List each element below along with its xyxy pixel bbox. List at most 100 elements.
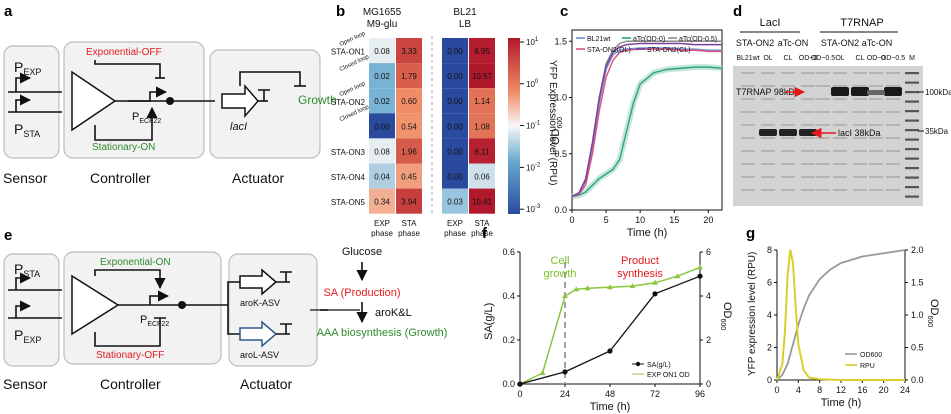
heat-value-bl: 0.00 bbox=[447, 147, 463, 156]
sa-point bbox=[607, 348, 613, 354]
terminator-dot-icon-e bbox=[178, 301, 186, 309]
controller-box bbox=[63, 41, 205, 159]
group2-title1: BL21 bbox=[453, 7, 477, 18]
y-tick-label: 0.0 bbox=[502, 379, 515, 389]
heat-col-label: phase bbox=[444, 229, 466, 238]
gel-lane-label: OL bbox=[835, 55, 844, 62]
split-wire bbox=[225, 281, 240, 335]
gel-lane-label: M bbox=[909, 55, 915, 62]
heat-value-bl: 0.00 bbox=[447, 97, 463, 106]
promoter-sta-icon-e bbox=[15, 272, 32, 290]
gel-smear-band bbox=[741, 137, 755, 139]
panel-d: d LacI T7RNAP STA-ON2 aTc-ON STA-ON2 aTc… bbox=[733, 3, 951, 206]
heat-value-mg: 0.08 bbox=[374, 147, 390, 156]
gel-smear-band bbox=[853, 85, 867, 87]
gel-smear-band bbox=[801, 124, 815, 126]
gel-smear-band bbox=[801, 189, 815, 191]
heat-cell-mg bbox=[369, 188, 395, 214]
laci-band-label: lacI 38kDa bbox=[838, 128, 881, 138]
sta-on2-b: STA-ON2 bbox=[821, 38, 859, 48]
marker-band bbox=[905, 91, 919, 94]
legend-od-label: EXP ON1 OD bbox=[647, 372, 690, 379]
cell-growth-1: Cell bbox=[551, 255, 570, 267]
gel-smear-band bbox=[761, 111, 775, 113]
x-tick-label: 96 bbox=[695, 389, 705, 399]
heat-value-bl: 0.06 bbox=[474, 173, 490, 182]
chart-g-ylabel: YFP expression level (RPU) bbox=[747, 252, 758, 376]
x-tick-label: 4 bbox=[796, 385, 801, 395]
t7-header: T7RNAP bbox=[840, 17, 883, 29]
heat-cell-mg bbox=[396, 63, 422, 89]
heat-cell-mg bbox=[396, 188, 422, 214]
x-tick-label: 12 bbox=[836, 385, 846, 395]
marker-band bbox=[905, 157, 919, 160]
legend-label: STA-ON2(CL) bbox=[647, 47, 690, 54]
sa-point bbox=[652, 291, 658, 297]
gel-smear-band bbox=[781, 72, 795, 74]
sa-line bbox=[519, 275, 701, 385]
gel-smear-band bbox=[816, 137, 830, 139]
chart-g-xlabel: Time (h) bbox=[821, 397, 862, 409]
gel-smear-band bbox=[781, 150, 795, 152]
sa-label: SA (Production) bbox=[323, 287, 400, 299]
chart-f-y2label-sub: 600 bbox=[719, 319, 726, 331]
x-tick-label: 20 bbox=[703, 215, 713, 225]
gel-smear-band bbox=[801, 85, 815, 87]
heat-value-mg: 0.60 bbox=[401, 97, 417, 106]
legend-sa-marker bbox=[635, 361, 641, 367]
gel-smear-band bbox=[853, 124, 867, 126]
heat-value-bl: 0.00 bbox=[447, 173, 463, 182]
y-tick-label: 0.4 bbox=[502, 291, 515, 301]
controller-box-e bbox=[63, 251, 222, 365]
marker-band bbox=[905, 72, 919, 75]
gel-smear-band bbox=[781, 111, 795, 113]
gel-smear-band bbox=[869, 111, 883, 113]
panel-e: e Sensor Controller Actuator PSTA PEXP P… bbox=[3, 227, 447, 392]
heat-col-label: STA bbox=[402, 219, 418, 228]
gel-lane-label: CL bbox=[856, 55, 865, 62]
group2-title2: LB bbox=[459, 19, 472, 30]
gel-smear-band bbox=[801, 176, 815, 178]
y-tick-label: 1.5 bbox=[554, 36, 567, 46]
gel-smear-band bbox=[801, 163, 815, 165]
heat-col-label: EXP bbox=[447, 219, 463, 228]
sensor-gate-icon bbox=[71, 70, 117, 132]
heat-col-label: phase bbox=[398, 229, 420, 238]
gel-smear-band bbox=[801, 111, 815, 113]
od-point bbox=[607, 284, 613, 290]
heat-cell-mg bbox=[396, 88, 422, 114]
arok-gene-icon bbox=[239, 268, 278, 296]
actuator-label-e: Actuator bbox=[240, 376, 292, 392]
exp-off-arrow bbox=[94, 60, 161, 78]
sta-on-arrow bbox=[94, 106, 158, 141]
legend-label: aTc(OD-0) bbox=[633, 36, 665, 43]
legend-rpu-label: RPU bbox=[860, 363, 875, 370]
controller-label: Controller bbox=[90, 170, 151, 186]
gel-smear-band bbox=[781, 137, 795, 139]
heat-value-mg: 0.34 bbox=[374, 198, 390, 207]
gel-smear-band bbox=[781, 163, 795, 165]
p-exp-label-e: PEXP bbox=[14, 327, 41, 345]
heat-cell-mg bbox=[369, 113, 395, 139]
gel-smear-band bbox=[853, 189, 867, 191]
marker-band bbox=[905, 119, 919, 122]
chart-c-xlabel: Time (h) bbox=[627, 227, 668, 239]
colorbar-tick-label: 101 bbox=[526, 37, 539, 47]
marker-band bbox=[905, 176, 919, 179]
t7-band-weak bbox=[867, 90, 885, 95]
gel-smear-band bbox=[886, 111, 900, 113]
y-tick-label: 0.2 bbox=[502, 335, 515, 345]
exp-on-label: Exponential-ON bbox=[100, 257, 171, 268]
gel-smear-band bbox=[869, 176, 883, 178]
loop-label: Open loop bbox=[339, 81, 367, 98]
heat-cell-bl bbox=[442, 163, 468, 189]
heat-value-mg: 0.00 bbox=[374, 122, 390, 131]
gel-smear-band bbox=[761, 150, 775, 152]
p-sta-label: PSTA bbox=[14, 121, 40, 139]
heat-value-bl: 1.08 bbox=[474, 122, 490, 131]
t7-band bbox=[851, 87, 869, 96]
